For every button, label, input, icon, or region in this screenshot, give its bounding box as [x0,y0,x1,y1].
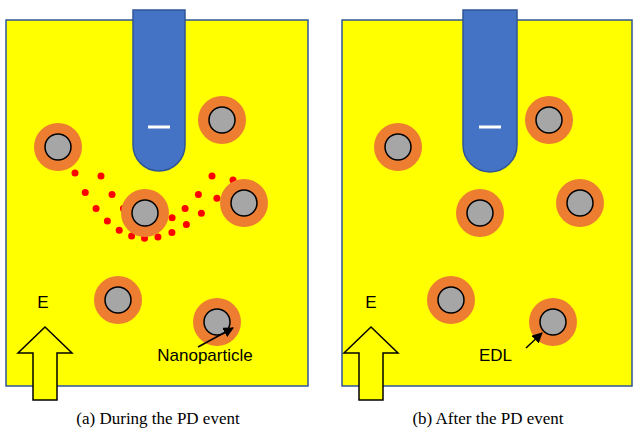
charge-dot [169,214,176,221]
field-label: E [365,294,376,313]
needle-electrode [133,10,185,171]
field-label: E [37,294,48,313]
charge-dot [213,195,220,202]
charge-dot [98,173,105,180]
negative-sign [479,126,501,129]
charge-dot [168,229,175,236]
leader-line [526,333,542,348]
charge-dot [104,218,111,225]
charge-dot [116,227,123,234]
field-arrow [344,327,398,400]
nanoparticle [198,96,246,144]
negative-sign [148,126,170,129]
charge-dot [72,170,79,177]
needle-electrode [463,10,517,172]
callout-label: Nanoparticle [157,347,252,366]
callout-label: EDL [479,347,512,366]
nanoparticle [556,179,604,227]
nanoparticle [193,298,241,346]
leader-line [198,328,233,347]
charge-dot [82,189,89,196]
charge-dot [195,191,202,198]
nanoparticle [94,276,142,324]
charge-dots [72,170,237,242]
nanoparticle [220,179,268,227]
nanoparticle [456,189,504,237]
panel-caption: (a) During the PD event [76,410,239,429]
panel-caption: (b) After the PD event [412,410,563,429]
field-arrow [18,327,72,400]
charge-dot [109,191,116,198]
charge-dot [182,205,189,212]
nanoparticle [121,189,169,237]
charge-dot [183,221,190,228]
nanoparticle [427,276,475,324]
nanoparticle [34,123,82,171]
charge-dot [93,205,100,212]
charge-dot [154,234,161,241]
nanoparticle [525,96,573,144]
charge-dot [209,173,216,180]
nanoparticle [374,123,422,171]
charge-dot [198,210,205,217]
